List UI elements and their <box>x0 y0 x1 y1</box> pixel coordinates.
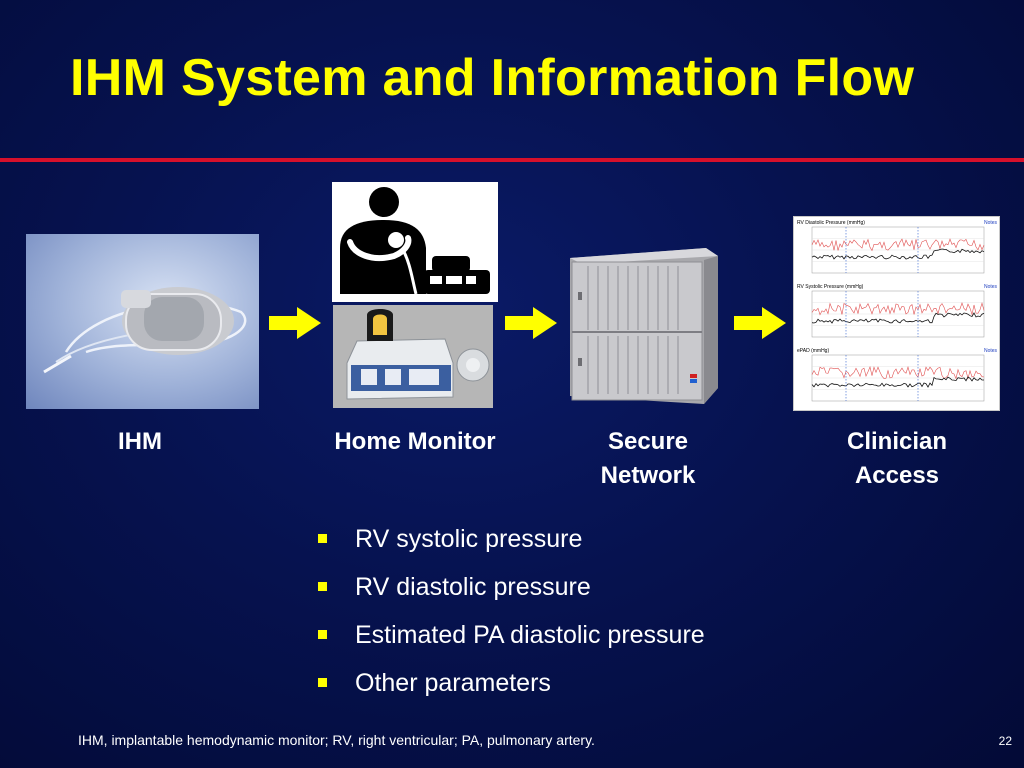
chart-series-upper <box>811 302 985 316</box>
chart-panel-link[interactable]: Notes <box>984 220 998 226</box>
secure-network-server <box>564 246 720 406</box>
stage-label-line: Clinician <box>846 428 948 455</box>
pressure-trend-chart: RV Diastolic Pressure (mmHg) Notes RV Syst… <box>797 220 998 402</box>
stage-label-line: Network <box>600 462 696 489</box>
chart-series-median <box>811 248 985 260</box>
parameter-list: RV systolic pressure RV diastolic pressu… <box>316 520 705 712</box>
stage-label-ihm: IHM <box>118 428 162 455</box>
patient-figure <box>332 182 498 302</box>
chart-panel-link[interactable]: Notes <box>984 348 998 354</box>
stage-label-home-monitor: Home Monitor <box>334 428 496 455</box>
bullet-marker <box>318 678 327 687</box>
chart-panel-title: ePAD (mmHg) <box>797 348 829 354</box>
list-item: Other parameters <box>316 664 705 712</box>
flow-arrow-2 <box>505 307 557 339</box>
stage-label-clinician-access: Clinician Access <box>812 425 982 493</box>
stage-label-line: Secure <box>607 428 689 455</box>
title-divider <box>0 158 1024 162</box>
bullet-marker <box>318 630 327 639</box>
flow-arrow-3 <box>734 307 786 339</box>
bullet-marker <box>318 582 327 591</box>
stage-label-secure-network: Secure Network <box>568 425 728 493</box>
chart-series-median <box>811 376 984 388</box>
list-item: RV systolic pressure <box>316 520 705 568</box>
ihm-device-photo <box>26 234 259 409</box>
home-monitor-illustration <box>333 305 493 408</box>
list-item-text: RV diastolic pressure <box>355 573 591 601</box>
ihm-device-illustration <box>43 287 247 374</box>
server-illustration <box>570 248 718 404</box>
page-number: 22 <box>998 734 1012 748</box>
chart-series-upper <box>811 238 985 252</box>
stage-label-line: Access <box>854 462 940 489</box>
chart-series-median <box>811 312 985 324</box>
list-item-text: Estimated PA diastolic pressure <box>355 621 705 649</box>
home-monitor-photo <box>333 305 493 408</box>
list-item: Estimated PA diastolic pressure <box>316 616 705 664</box>
chart-panel-link[interactable]: Notes <box>984 284 998 290</box>
patient-pictogram <box>340 187 490 295</box>
footnote: IHM, implantable hemodynamic monitor; RV… <box>78 732 595 748</box>
list-item: RV diastolic pressure <box>316 568 705 616</box>
list-item-text: RV systolic pressure <box>355 525 583 553</box>
slide-title: IHM System and Information Flow <box>70 49 915 107</box>
chart-series-upper <box>811 365 985 380</box>
bullet-marker <box>318 534 327 543</box>
flow-arrow-1 <box>269 307 321 339</box>
list-item-text: Other parameters <box>355 669 551 697</box>
chart-panel-title: RV Systolic Pressure (mmHg) <box>797 284 864 290</box>
chart-panel-title: RV Diastolic Pressure (mmHg) <box>797 220 865 226</box>
clinician-pressure-charts: RV Diastolic Pressure (mmHg) Notes RV Syst… <box>793 216 1000 411</box>
